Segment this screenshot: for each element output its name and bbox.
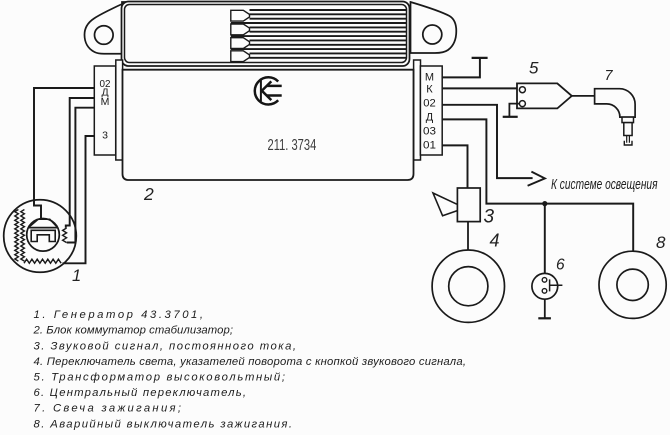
- svg-text:3: 3: [102, 130, 108, 142]
- svg-text:211. 3734: 211. 3734: [268, 137, 317, 154]
- svg-text:Д: Д: [426, 112, 434, 124]
- svg-text:6: 6: [556, 257, 565, 274]
- svg-text:2: 2: [143, 184, 154, 204]
- svg-text:01: 01: [423, 140, 436, 152]
- svg-text:8. Аварийный выключатель зажиг: 8. Аварийный выключатель зажигания.: [34, 418, 293, 430]
- svg-text:7: 7: [605, 68, 614, 84]
- svg-text:5: 5: [529, 59, 539, 78]
- svg-text:8: 8: [656, 233, 666, 252]
- svg-text:02: 02: [100, 78, 111, 90]
- svg-text:1: 1: [72, 267, 81, 285]
- svg-text:1. Генератор 43.3701,: 1. Генератор 43.3701,: [34, 309, 204, 321]
- svg-text:Д: Д: [101, 87, 108, 99]
- svg-text:3. Звуковой сигнал, постоянног: 3. Звуковой сигнал, постоянного тока,: [34, 340, 297, 352]
- svg-text:4. Переключатель света, указат: 4. Переключатель света, указателей повор…: [34, 356, 467, 368]
- svg-text:М: М: [425, 72, 434, 84]
- svg-text:6. Центральный переключатель,: 6. Центральный переключатель,: [34, 387, 247, 399]
- svg-text:К системе освещения: К системе освещения: [551, 176, 658, 193]
- svg-text:2. Блок коммутатор стабилизато: 2. Блок коммутатор стабилизатор;: [33, 325, 234, 337]
- svg-text:М: М: [101, 96, 110, 108]
- svg-text:02: 02: [423, 98, 436, 110]
- svg-text:К: К: [426, 84, 433, 96]
- svg-text:3: 3: [484, 207, 495, 228]
- svg-text:4: 4: [490, 231, 500, 251]
- svg-text:5. Трансформатор высоковольтны: 5. Трансформатор высоковольтный;: [34, 372, 286, 384]
- svg-text:03: 03: [423, 126, 436, 138]
